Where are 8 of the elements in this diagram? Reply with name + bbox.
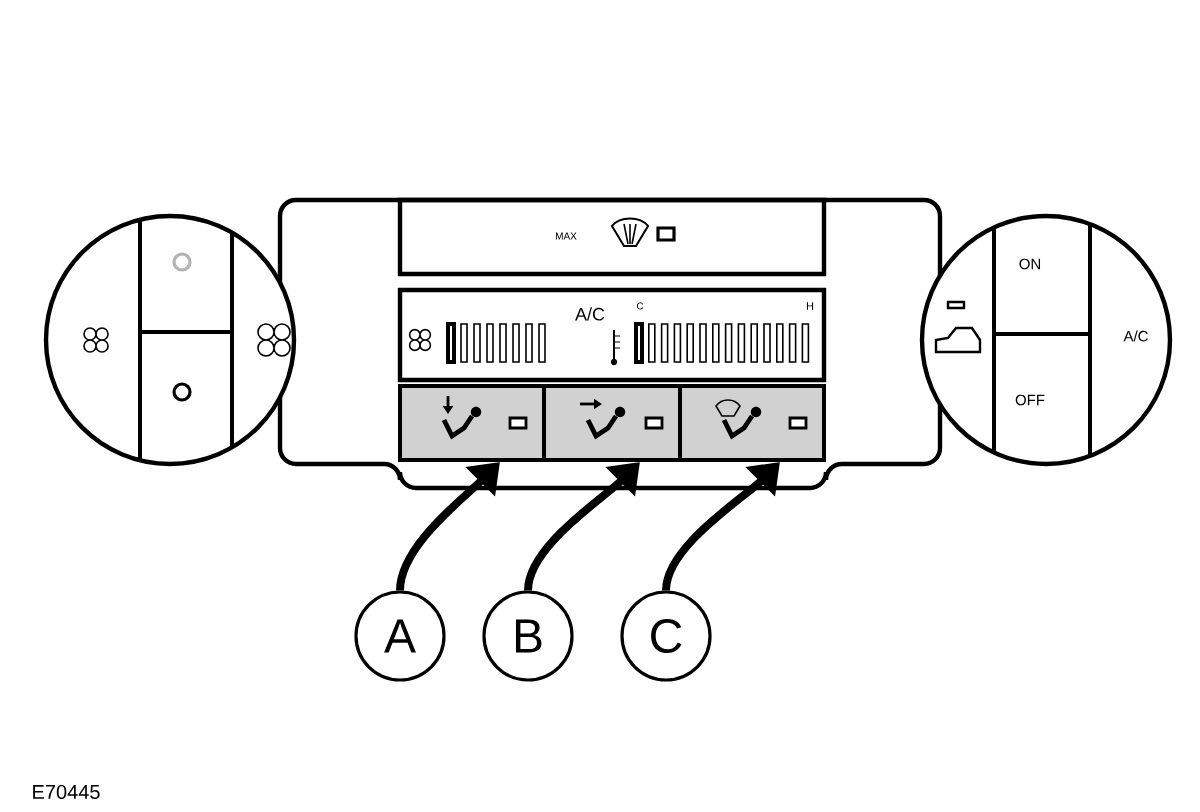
figure-code: E70445 bbox=[33, 784, 100, 800]
arrow bbox=[524, 462, 640, 591]
arrow bbox=[662, 462, 780, 591]
vent-button bbox=[678, 384, 826, 462]
arrow bbox=[396, 462, 500, 591]
vent-button bbox=[398, 384, 546, 462]
vent-button bbox=[542, 384, 682, 462]
display-label: A/C bbox=[575, 307, 605, 321]
